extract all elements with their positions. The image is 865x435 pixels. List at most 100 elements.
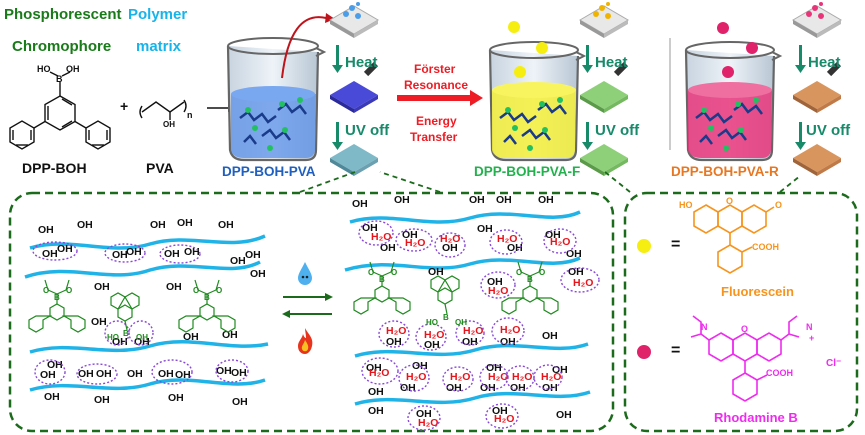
svg-text:OH: OH xyxy=(42,248,58,260)
svg-text:OH: OH xyxy=(368,386,384,398)
fret-line-3: Energy xyxy=(416,114,457,128)
svg-text:OH: OH xyxy=(150,219,166,231)
svg-text:OH: OH xyxy=(462,336,478,348)
svg-text:O: O xyxy=(539,268,545,277)
svg-text:B: B xyxy=(54,293,60,302)
svg-text:O: O xyxy=(516,268,522,277)
svg-text:H₂O: H₂O xyxy=(440,233,460,245)
legend-equals-2: = xyxy=(671,342,681,359)
product-label-pva: DPP-BOH-PVA xyxy=(222,164,316,179)
svg-text:H₂O: H₂O xyxy=(450,371,470,383)
fluorescein-name: Fluorescein xyxy=(721,284,794,299)
wet-chains xyxy=(344,210,591,406)
svg-text:H₂O: H₂O xyxy=(494,413,514,425)
svg-text:H₂O: H₂O xyxy=(371,231,391,243)
svg-text:H₂O: H₂O xyxy=(500,324,520,336)
polymer-heading-line1: Polymer xyxy=(128,6,188,23)
svg-text:OH: OH xyxy=(134,336,150,348)
svg-text:OH: OH xyxy=(568,266,584,278)
pva-label: PVA xyxy=(146,160,174,176)
svg-text:OH: OH xyxy=(455,318,467,327)
pva-n-label: n xyxy=(187,110,193,120)
svg-text:OH: OH xyxy=(91,316,107,328)
svg-text:OH: OH xyxy=(136,333,148,342)
chromophore-heading-line1: Phosphorescent xyxy=(4,6,122,23)
svg-text:OH: OH xyxy=(402,229,418,241)
svg-text:H₂O: H₂O xyxy=(369,367,389,379)
svg-text:OH: OH xyxy=(507,242,523,254)
heat-label-3: Heat xyxy=(808,54,841,71)
svg-text:OH: OH xyxy=(77,219,93,231)
svg-text:OH: OH xyxy=(469,194,485,206)
svg-text:O: O xyxy=(391,268,397,277)
svg-text:OH: OH xyxy=(510,382,526,394)
film-column-3 xyxy=(792,2,842,176)
svg-text:OH: OH xyxy=(366,362,382,374)
svg-text:H₂O: H₂O xyxy=(405,237,425,249)
svg-text:OH: OH xyxy=(416,408,432,420)
film-column-2 xyxy=(579,2,629,176)
water-droplet-icon xyxy=(297,262,313,286)
svg-text:OH: OH xyxy=(96,368,112,380)
fluorescein-ketone-label: O xyxy=(775,200,783,210)
fluorescein-o-label: O xyxy=(726,196,734,206)
svg-text:OH: OH xyxy=(78,368,94,380)
boronic-b-label: B xyxy=(56,74,63,84)
svg-text:OH: OH xyxy=(352,198,368,210)
uv-off-label-1: UV off xyxy=(345,122,390,139)
heat-label-2: Heat xyxy=(595,54,628,71)
polymer-heading-line2: matrix xyxy=(136,38,182,55)
boronic-oh-label: OH xyxy=(66,64,80,74)
yellow-star-symbol xyxy=(637,239,651,253)
boronic-ho-label: HO xyxy=(37,64,51,74)
rhodamine-counterion-label: Cl⁻ xyxy=(826,358,842,369)
svg-text:OH: OH xyxy=(218,219,234,231)
svg-text:H₂O: H₂O xyxy=(424,329,444,341)
svg-text:OH: OH xyxy=(566,248,582,260)
svg-text:OH: OH xyxy=(126,246,142,258)
svg-text:OH: OH xyxy=(230,255,246,267)
chromophore-heading-line2: Chromophore xyxy=(12,38,112,55)
svg-text:O: O xyxy=(368,268,374,277)
product-label-pva-r: DPP-BOH-PVA-R xyxy=(671,164,779,179)
fret-line-1: Förster xyxy=(414,62,456,76)
svg-text:OH: OH xyxy=(542,382,558,394)
svg-text:H₂O: H₂O xyxy=(541,371,561,383)
dry-chains xyxy=(24,234,269,392)
svg-text:OH: OH xyxy=(480,382,496,394)
svg-text:OH: OH xyxy=(250,268,266,280)
pva-oh-label: OH xyxy=(163,120,175,129)
svg-text:OH: OH xyxy=(496,194,512,206)
heat-label-1: Heat xyxy=(345,54,378,71)
svg-text:OH: OH xyxy=(164,248,180,260)
svg-text:OH: OH xyxy=(94,281,110,293)
svg-text:OH: OH xyxy=(231,367,247,379)
svg-text:OH: OH xyxy=(386,336,402,348)
svg-text:OH: OH xyxy=(368,405,384,417)
svg-text:OH: OH xyxy=(184,246,200,258)
svg-text:OH: OH xyxy=(44,391,60,403)
svg-text:H₂O: H₂O xyxy=(406,371,426,383)
svg-text:OH: OH xyxy=(542,330,558,342)
beaker-3 xyxy=(684,41,783,162)
svg-text:H₂O: H₂O xyxy=(386,325,406,337)
fluorescein-ho-label: HO xyxy=(679,200,693,210)
svg-text:OH: OH xyxy=(487,276,503,288)
svg-text:OH: OH xyxy=(38,224,54,236)
dpp-boh-label: DPP-BOH xyxy=(22,160,87,176)
fluorescein-cooh-label: COOH xyxy=(752,242,779,252)
svg-text:B: B xyxy=(379,275,385,284)
svg-text:HO: HO xyxy=(426,318,438,327)
rhodamine-stars xyxy=(717,22,758,78)
svg-text:OH: OH xyxy=(380,242,396,254)
svg-text:H₂O: H₂O xyxy=(497,233,517,245)
svg-text:OH: OH xyxy=(245,249,261,261)
svg-text:B: B xyxy=(527,275,533,284)
svg-text:OH: OH xyxy=(556,409,572,421)
uv-off-label-3: UV off xyxy=(806,122,851,139)
svg-text:OH: OH xyxy=(428,266,444,278)
svg-text:O: O xyxy=(43,286,49,295)
svg-text:B: B xyxy=(123,329,129,338)
svg-text:OH: OH xyxy=(127,368,143,380)
svg-text:B: B xyxy=(443,313,449,322)
